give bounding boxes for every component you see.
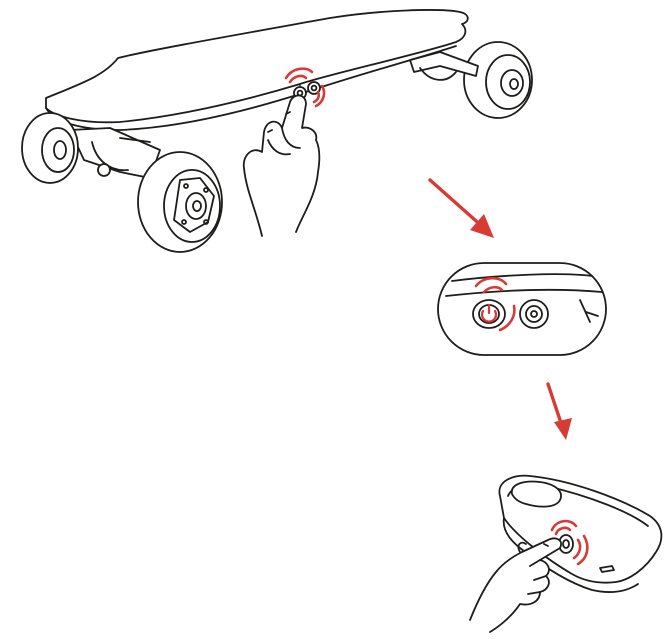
remote-power-button [558, 534, 574, 554]
rear-wheel [463, 41, 533, 119]
secondary-button-icon [519, 299, 549, 329]
hand-pressing-board-icon [242, 94, 321, 237]
closeup-signal-waves-icon [474, 276, 516, 332]
arrow-down-right-icon [428, 178, 494, 238]
hand-pressing-remote-icon [469, 537, 562, 633]
front-left-wheel [21, 112, 79, 184]
board-deck [45, 9, 469, 131]
remote-thumb-pad [511, 480, 562, 508]
remote-signal-waves-icon [550, 519, 589, 566]
remote-control-illustration [469, 474, 663, 633]
board-signal-waves-icon [284, 67, 326, 108]
front-right-wheel [137, 151, 223, 253]
skateboard-illustration [21, 9, 533, 253]
power-button-closeup [437, 262, 607, 356]
arrow-down-icon [546, 382, 572, 440]
power-button-icon [472, 299, 506, 329]
